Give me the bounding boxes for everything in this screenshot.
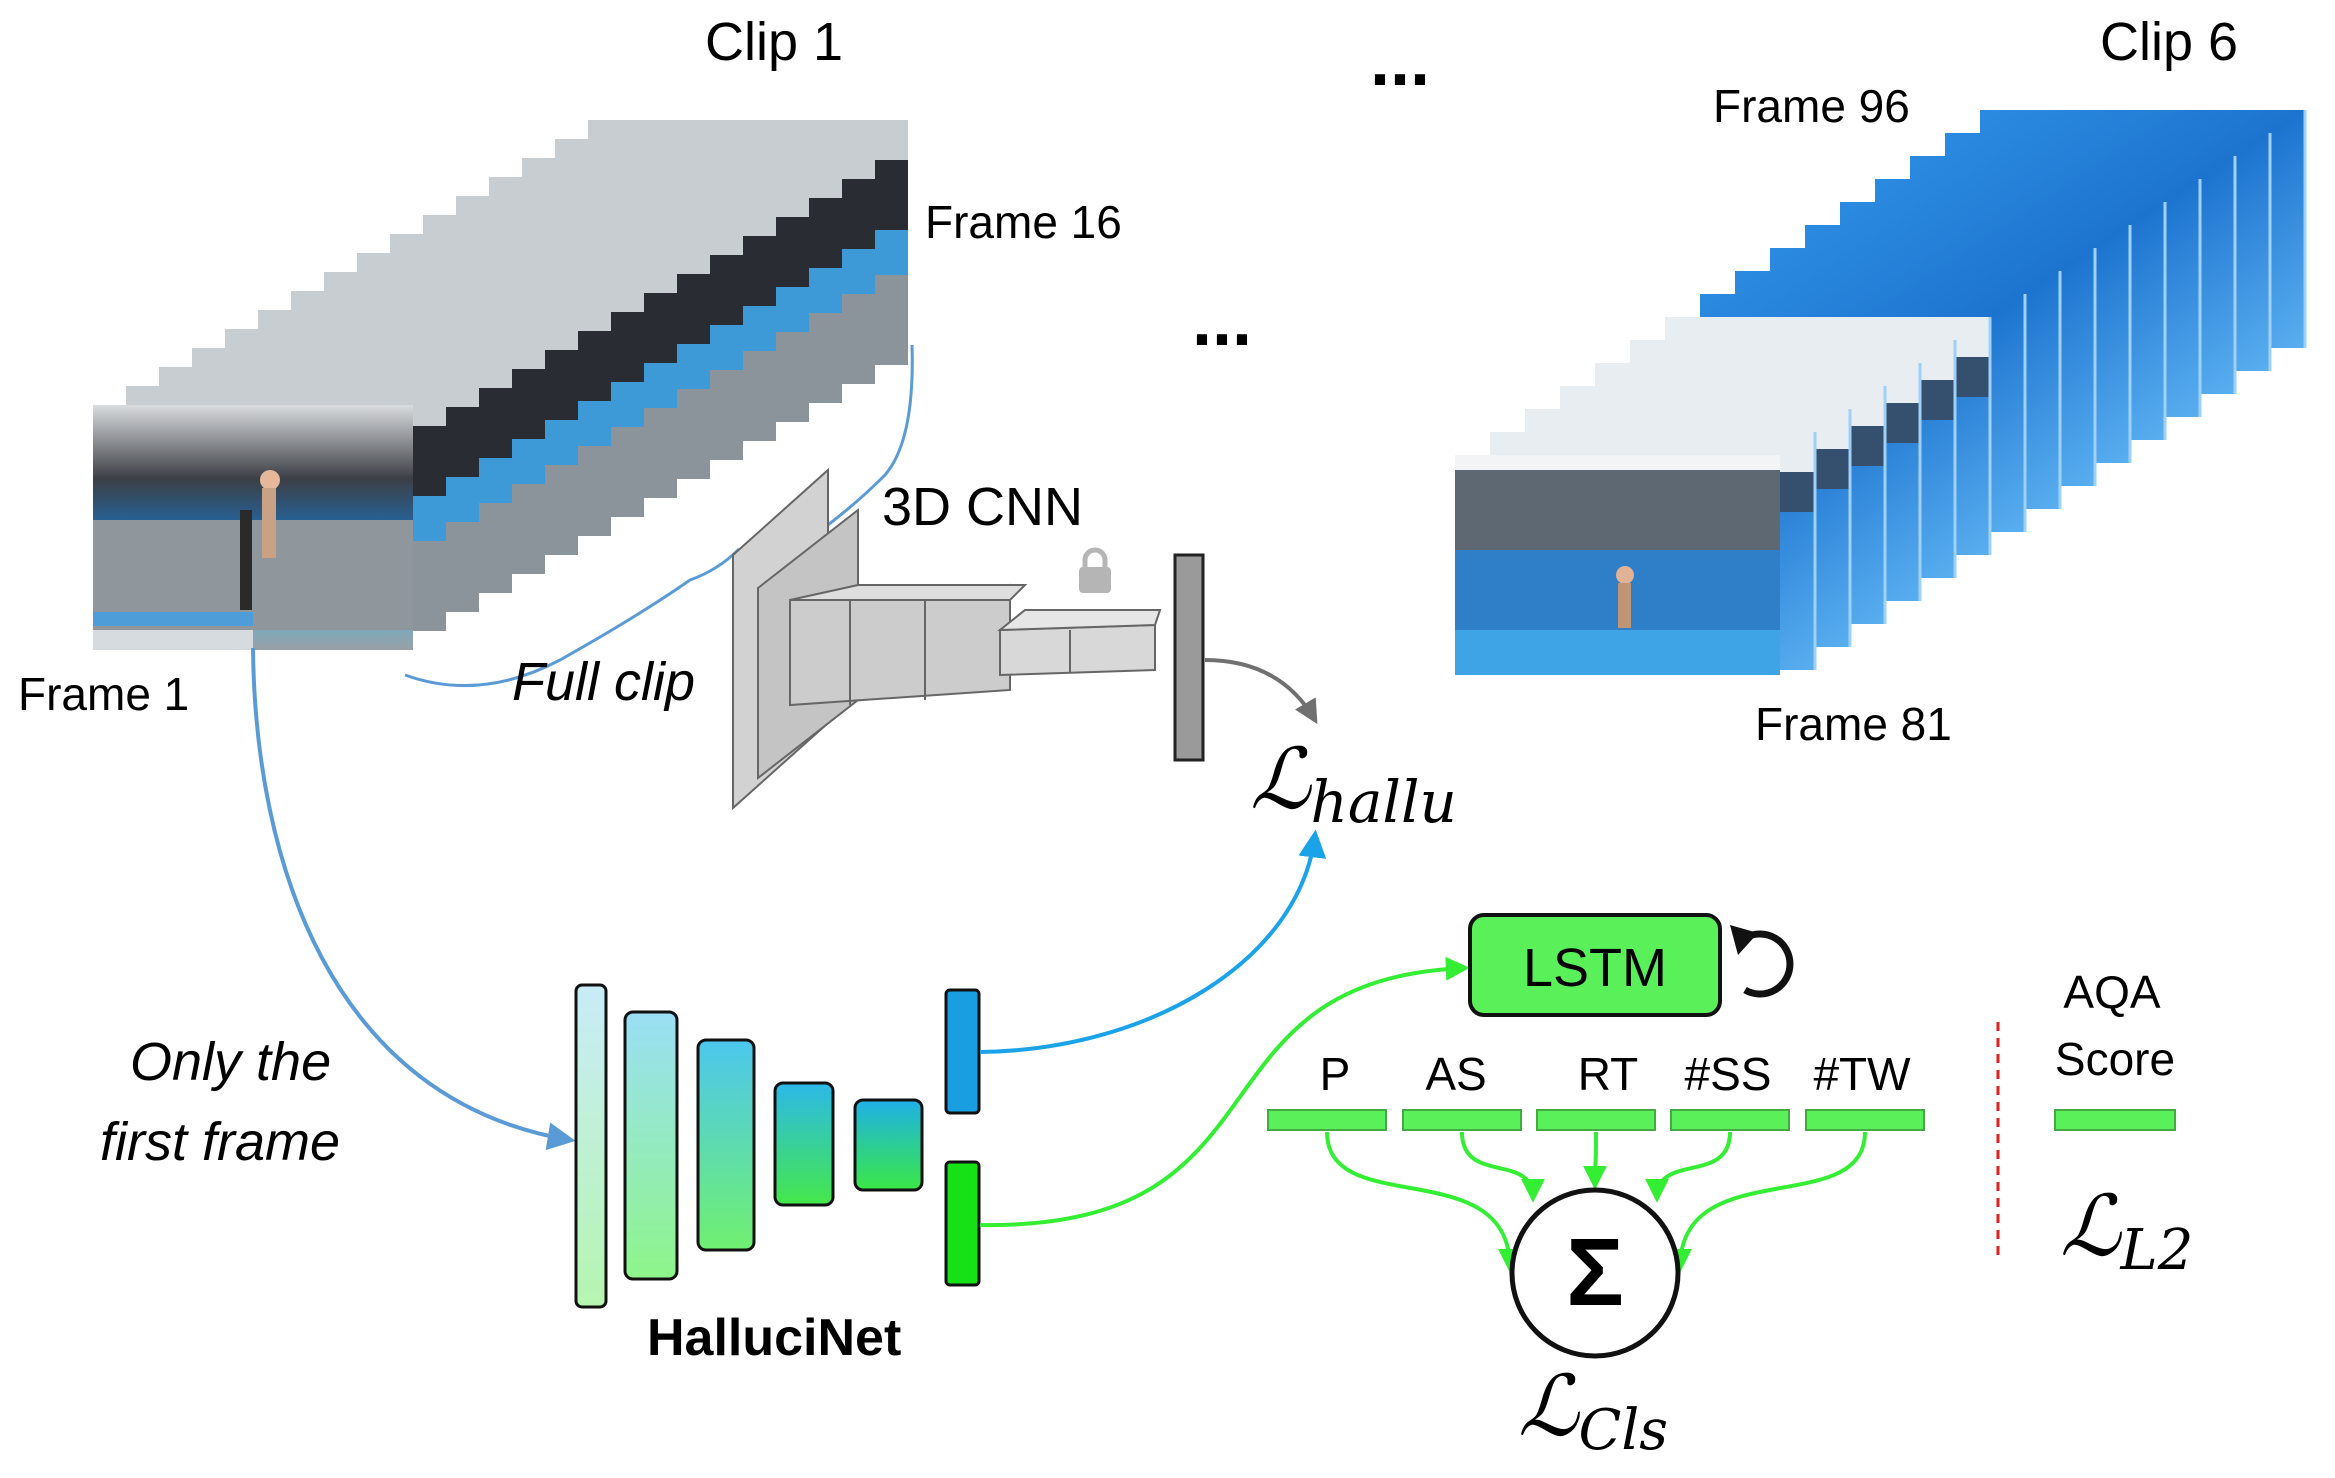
hallucinet-layers	[574, 983, 981, 1309]
hallucinet-output-green	[944, 1160, 981, 1287]
score-label: AS	[1425, 1048, 1486, 1100]
score-label: #TW	[1813, 1048, 1911, 1100]
sum-symbol: Σ	[1566, 1219, 1624, 1326]
hallucinet-to-lstm-arrow	[979, 956, 1470, 1228]
cnn-feature-bar	[1173, 553, 1205, 762]
score-to-sum-arrow	[1583, 1131, 1608, 1190]
first-frame-arrow	[251, 647, 576, 1151]
lstm-box	[1468, 913, 1722, 1017]
lstm-label: LSTM	[1523, 938, 1667, 998]
clip1-front-frame	[93, 405, 413, 650]
score-head-bar	[1267, 1109, 1387, 1131]
score-head-bar	[1670, 1109, 1790, 1131]
hallucinet-label: HalluciNet	[647, 1309, 901, 1367]
input-note-line1: Only the	[130, 1032, 331, 1092]
cnn-label: 3D CNN	[882, 477, 1083, 537]
clip6-frame96-label: Frame 96	[1713, 80, 1910, 132]
score-label: #SS	[1685, 1048, 1772, 1100]
clip1-title: Clip 1	[705, 12, 843, 72]
loss-hallu: ℒhallu	[1250, 730, 1457, 836]
clip6-front-frame	[1455, 455, 1780, 693]
full-clip-label: Full clip	[512, 652, 695, 712]
score-heads: P AS RT #SS #TW	[1267, 1048, 1925, 1273]
clip1-frame16-label: Frame 16	[925, 196, 1122, 248]
ellipsis-middle: ...	[1192, 281, 1252, 361]
clip6-title: Clip 6	[2100, 12, 2238, 72]
input-note-line2: first frame	[100, 1112, 340, 1172]
hallucinet-layer-5	[853, 1098, 924, 1192]
hallucinet-to-hallu-arrow	[979, 829, 1327, 1054]
score-to-sum-arrow	[1668, 1131, 1867, 1273]
score-label: RT	[1578, 1048, 1639, 1100]
score-label: P	[1320, 1048, 1351, 1100]
loss-l2: ℒL2	[2060, 1177, 2193, 1283]
score-to-sum-arrow	[1460, 1131, 1545, 1203]
hallucinet-layer-4	[773, 1081, 835, 1207]
sum-node	[1509, 1187, 1681, 1359]
cnn-to-hallu-arrow	[1204, 658, 1318, 725]
score-head-bar	[1402, 1109, 1522, 1131]
clip6-frame81-label: Frame 81	[1755, 698, 1952, 750]
recurrent-loop-icon	[1730, 925, 1794, 998]
lock-icon	[1079, 547, 1111, 593]
ellipsis-top: ...	[1370, 21, 1430, 101]
score-to-sum-arrow	[1325, 1131, 1522, 1273]
score-to-sum-arrow	[1645, 1131, 1732, 1203]
aqa-score-line1: AQA	[2063, 966, 2160, 1018]
hallucinet-layer-2	[623, 1010, 679, 1281]
score-head-bar	[1536, 1109, 1656, 1131]
clip1-frame1-label: Frame 1	[18, 668, 189, 720]
score-head-bar	[1805, 1109, 1925, 1131]
hallucinet-layer-1	[574, 983, 608, 1309]
aqa-score-bar	[2054, 1109, 2176, 1131]
hallucinet-output-blue	[944, 988, 981, 1115]
loss-cls: ℒCls	[1518, 1357, 1668, 1463]
hallucinet-layer-3	[696, 1038, 756, 1252]
aqa-score-line2: Score	[2055, 1033, 2175, 1085]
cnn-3d-block	[732, 467, 1162, 811]
